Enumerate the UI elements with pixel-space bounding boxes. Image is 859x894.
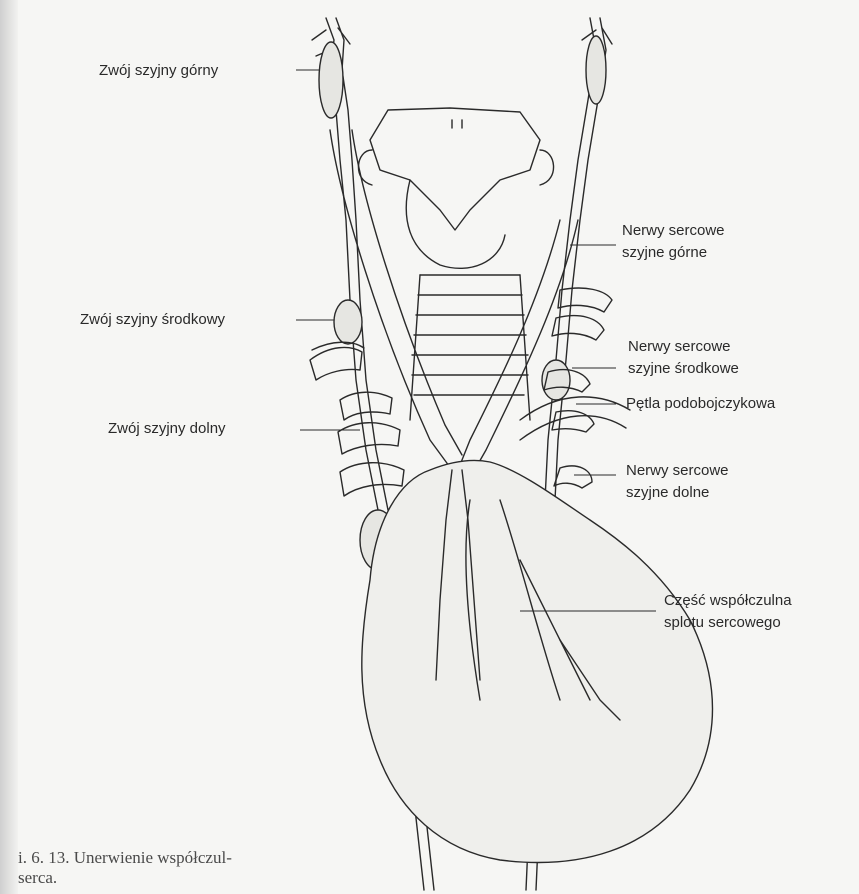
label-middle-cervical-ganglion: Zwój szyjny środkowy xyxy=(80,309,225,331)
label-text: Zwój szyjny dolny xyxy=(108,418,226,440)
label-inferior-cervical-cardiac-nerves: Nerwy sercowe szyjne dolne xyxy=(626,460,729,504)
trachea xyxy=(410,275,530,420)
label-middle-cervical-cardiac-nerves: Nerwy sercowe szyjne środkowe xyxy=(628,336,739,380)
right-ribs xyxy=(544,288,612,488)
label-text-line-2: szyjne środkowe xyxy=(628,358,739,380)
larynx xyxy=(358,108,553,268)
label-subclavian-loop: Pętla podobojczykowa xyxy=(626,393,775,415)
label-text-line-2: szyjne górne xyxy=(622,242,725,264)
label-text-line-1: Nerwy sercowe xyxy=(628,336,739,358)
heart xyxy=(362,460,713,862)
figure-caption-line-1: i. 6. 13. Unerwienie współczul- xyxy=(18,848,232,868)
label-text: Zwój szyjny górny xyxy=(99,60,218,82)
figure-caption-line-2: serca. xyxy=(18,868,57,888)
label-text: Zwój szyjny środkowy xyxy=(80,309,225,331)
label-text-line-1: Część współczulna xyxy=(664,590,792,612)
label-text-line-2: splotu sercowego xyxy=(664,612,792,634)
left-ribs xyxy=(310,347,404,496)
label-text: Pętla podobojczykowa xyxy=(626,393,775,415)
label-superior-cervical-cardiac-nerves: Nerwy sercowe szyjne górne xyxy=(622,220,725,264)
carotid-arteries xyxy=(330,130,578,478)
label-text-line-1: Nerwy sercowe xyxy=(626,460,729,482)
label-inferior-cervical-ganglion: Zwój szyjny dolny xyxy=(108,418,226,440)
label-text-line-2: szyjne dolne xyxy=(626,482,729,504)
label-cardiac-plexus-sympathetic-part: Część współczulna splotu sercowego xyxy=(664,590,792,634)
label-text-line-1: Nerwy sercowe xyxy=(622,220,725,242)
label-superior-cervical-ganglion: Zwój szyjny górny xyxy=(99,60,218,82)
subclavian-artery xyxy=(520,397,630,440)
